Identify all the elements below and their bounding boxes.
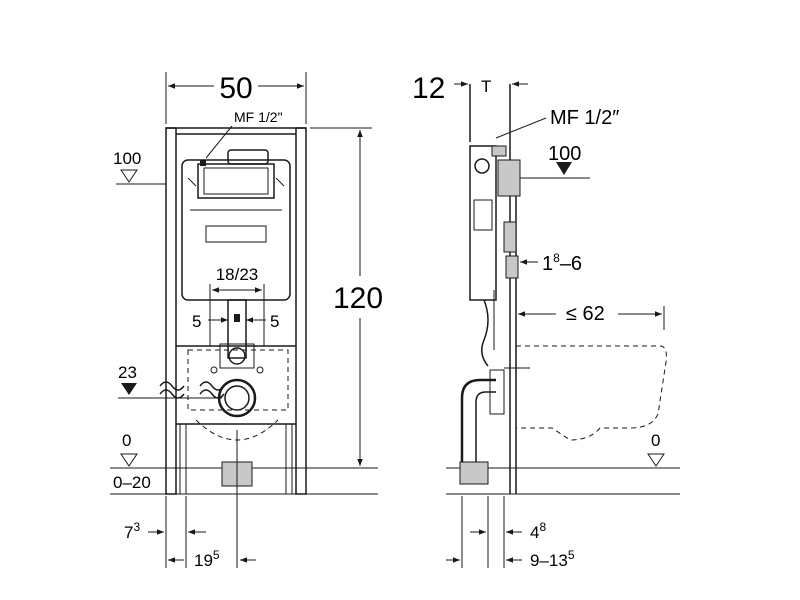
front-offset-left-label: 5 — [192, 312, 201, 331]
front-connection-label: MF 1/2" — [234, 109, 283, 125]
front-range-label: 0–20 — [113, 473, 151, 492]
front-level-0-label: 0 — [122, 431, 131, 450]
flush-valve-housing — [197, 163, 275, 199]
front-level-100-label: 100 — [113, 149, 141, 168]
side-view — [446, 81, 680, 568]
side-valve — [474, 158, 490, 174]
front-view — [110, 72, 378, 568]
frame-right-foot — [285, 423, 293, 495]
frame-left-upright — [165, 127, 177, 495]
mf-leader-front — [205, 125, 233, 159]
front-offset-right-label: 5 — [270, 312, 279, 331]
front-height-label: 120 — [333, 282, 383, 315]
front-spacing-label: 18/23 — [216, 265, 259, 284]
level-23-triangle — [121, 383, 137, 395]
side-level-0-triangle — [647, 453, 665, 467]
side-cistern — [469, 145, 497, 301]
cistern-rib-left — [187, 177, 197, 187]
level-100-triangle — [120, 169, 138, 183]
flush-outlet — [228, 347, 246, 365]
water-symbol-right — [199, 381, 225, 391]
mf-leader-side — [495, 117, 547, 139]
flush-pipe-marker — [234, 314, 240, 322]
drain-pipe-inner — [224, 385, 250, 411]
outlet-bracket — [219, 343, 255, 369]
frame-left-foot — [179, 423, 187, 495]
side-dim-4-label: 48 — [530, 520, 546, 542]
side-dim-1-label: 18–6 — [542, 251, 582, 275]
side-level-0-label: 0 — [651, 431, 660, 450]
level-0-triangle — [120, 453, 138, 467]
side-connection-label: MF 1/2″ — [550, 107, 619, 129]
front-dim-7-label: 73 — [124, 520, 140, 542]
flush-valve-inner — [203, 167, 269, 195]
side-actuator-plate — [497, 159, 521, 197]
side-drain-pipe-inner — [475, 391, 496, 462]
water-inlet-nut — [200, 160, 206, 166]
side-depth-var-label: T — [481, 77, 491, 96]
cistern-top-cap — [227, 149, 269, 165]
side-depth-label: 12 — [412, 72, 445, 105]
stud-left — [210, 366, 218, 374]
side-drain-connector — [459, 461, 489, 485]
side-dim-9-label: 9–135 — [530, 548, 575, 570]
side-flush-pipe — [481, 299, 489, 367]
side-wc-dashed — [516, 345, 667, 441]
front-width-label: 50 — [219, 72, 252, 105]
actuator-opening — [205, 225, 267, 243]
side-level-100-label: 100 — [548, 143, 581, 165]
front-dim-19-label: 195 — [194, 548, 220, 570]
side-panel-strip — [503, 221, 517, 253]
side-level-100-triangle — [556, 162, 572, 175]
frame-right-upright — [295, 127, 307, 495]
stud-right — [256, 366, 264, 374]
side-drain-pipe-outer — [460, 378, 496, 462]
water-symbol-left — [159, 381, 185, 391]
cistern-rib-right — [275, 177, 285, 187]
flush-pipe — [227, 299, 247, 359]
wc-outline-dashed — [187, 349, 289, 411]
side-bowl-label: ≤ 62 — [566, 303, 605, 325]
front-level-23-label: 23 — [118, 363, 137, 382]
